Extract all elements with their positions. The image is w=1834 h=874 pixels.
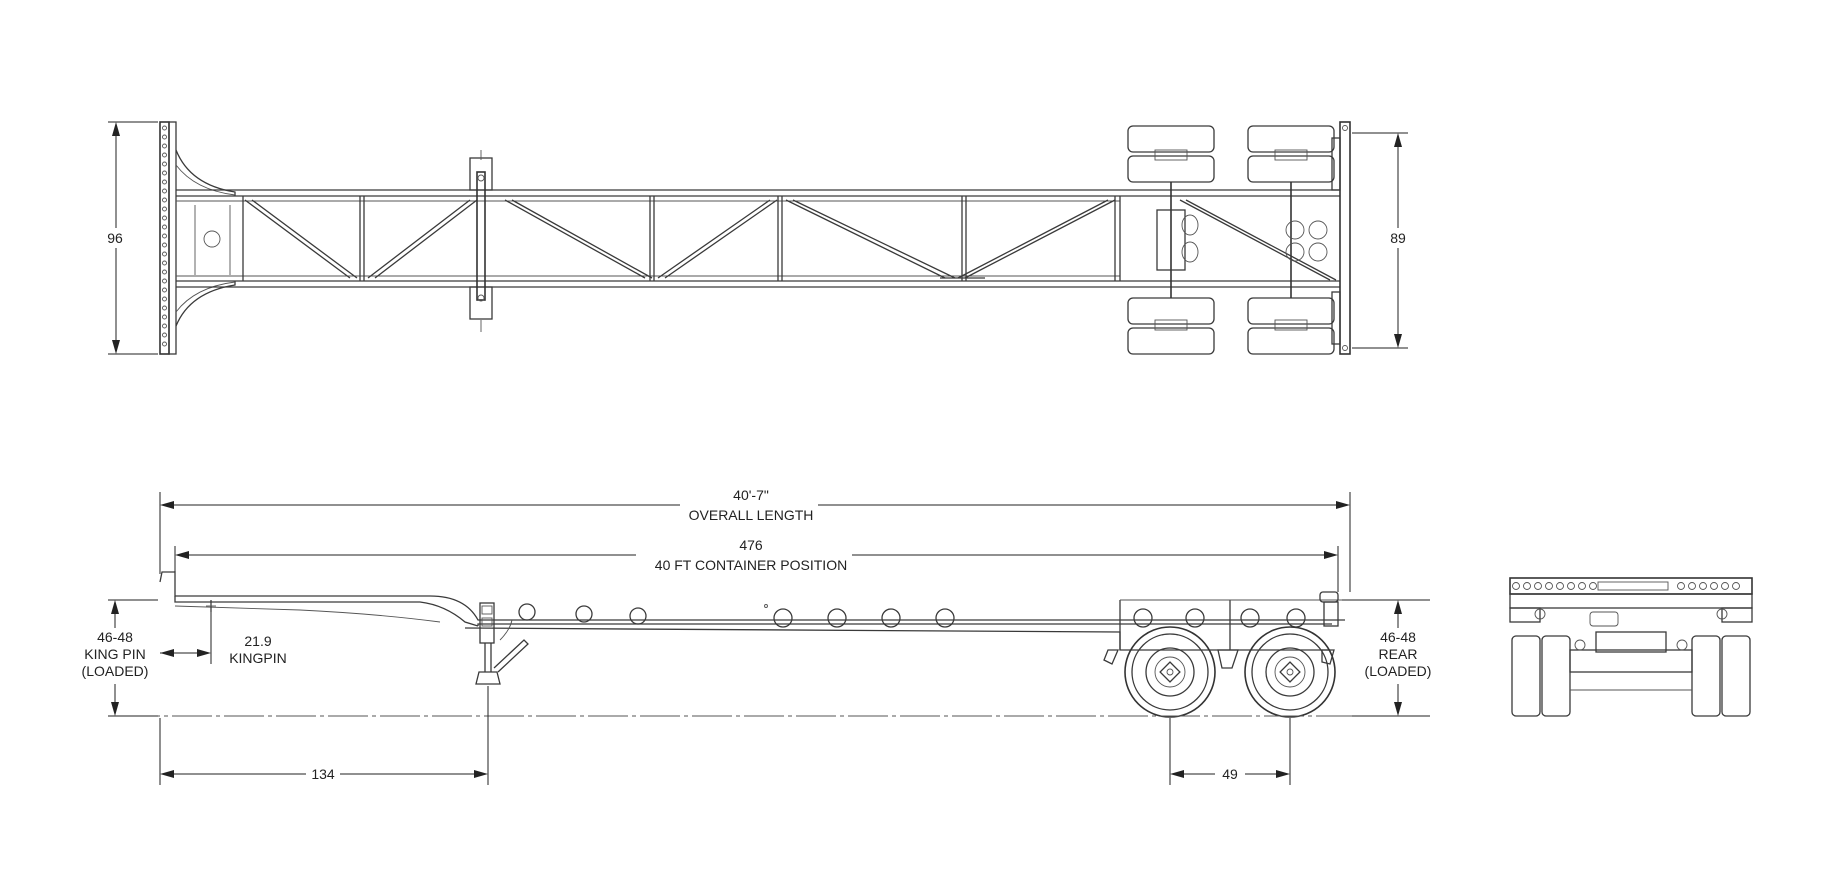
rear-height-note: (LOADED) bbox=[1365, 663, 1432, 679]
bolster-bolt-hole bbox=[162, 251, 167, 257]
rear-width-label: 89 bbox=[1390, 230, 1406, 246]
rear-bolster-bolt-hole bbox=[1732, 582, 1740, 590]
rear-width-dimension bbox=[1352, 132, 1412, 349]
bolster-bolt-hole bbox=[162, 305, 167, 311]
rear-bolster-bolt-hole bbox=[1699, 582, 1707, 590]
top-view: 96 89 bbox=[100, 121, 1412, 355]
front-bolster-holes bbox=[162, 125, 167, 347]
bolster-bolt-hole bbox=[162, 188, 167, 194]
rear-height-dimension bbox=[1342, 599, 1430, 717]
rear-bolster-bolt-hole bbox=[1523, 582, 1531, 590]
bolster-bolt-hole bbox=[162, 323, 167, 329]
bolster-bolt-hole bbox=[162, 260, 167, 266]
rear-bolster-bolt-hole bbox=[1534, 582, 1542, 590]
kingpin-offset-dimension bbox=[160, 612, 212, 664]
front-width-dimension bbox=[100, 121, 158, 355]
bolster-bolt-hole bbox=[162, 206, 167, 212]
rear-bolster-bolt-hole bbox=[1545, 582, 1553, 590]
rear-view-bolster-holes bbox=[1512, 582, 1740, 590]
container-position-value: 476 bbox=[739, 537, 763, 553]
axle-spread-dimension bbox=[1169, 718, 1291, 785]
rear-height-label: REAR bbox=[1379, 646, 1418, 662]
rear-bolster-bolt-hole bbox=[1567, 582, 1575, 590]
crossmembers bbox=[242, 196, 1121, 281]
kingpin-to-landing-gear-value: 134 bbox=[311, 766, 335, 782]
bolster-bolt-hole bbox=[162, 296, 167, 302]
front-axle-wheel bbox=[1124, 626, 1216, 718]
bolster-bolt-hole bbox=[162, 125, 167, 131]
bolster-bolt-hole bbox=[162, 287, 167, 293]
bolster-bolt-hole bbox=[162, 278, 167, 284]
overall-length-value: 40'-7" bbox=[733, 487, 769, 503]
king-pin-height-label: KING PIN bbox=[84, 646, 145, 662]
rear-view-bolster bbox=[1509, 577, 1753, 595]
landing-gear-side bbox=[475, 602, 529, 685]
bolster-bolt-hole bbox=[162, 170, 167, 176]
front-hanger bbox=[1103, 649, 1119, 665]
bolster-bolt-hole bbox=[162, 269, 167, 275]
kingpin-to-landing-gear-dimension bbox=[159, 686, 489, 785]
kingpin-plate bbox=[203, 230, 221, 248]
container-position-label: 40 FT CONTAINER POSITION bbox=[655, 557, 847, 573]
bolster-bolt-hole bbox=[162, 152, 167, 158]
rear-view-right-tire-inner bbox=[1691, 635, 1721, 717]
rear-bolster-bolt-hole bbox=[1556, 582, 1564, 590]
rear-view-right-tire-outer bbox=[1721, 635, 1751, 717]
kingpin-offset-label: KINGPIN bbox=[229, 650, 287, 666]
bolster-bolt-hole bbox=[162, 179, 167, 185]
bolster-bolt-hole bbox=[162, 224, 167, 230]
bolster-bolt-hole bbox=[162, 233, 167, 239]
axle-spread-value: 49 bbox=[1222, 766, 1238, 782]
king-pin-height-dimension bbox=[108, 599, 158, 717]
overall-length-dimension bbox=[159, 492, 1351, 592]
diagonal-bracing bbox=[244, 199, 1337, 281]
overall-length-label: OVERALL LENGTH bbox=[689, 507, 814, 523]
king-pin-height-value: 46-48 bbox=[97, 629, 133, 645]
bolster-bolt-hole bbox=[162, 332, 167, 338]
side-frame-top bbox=[159, 571, 1345, 621]
bolster-bolt-hole bbox=[162, 341, 167, 347]
frame-lightening-holes bbox=[518, 603, 1306, 628]
bolster-bolt-hole bbox=[162, 197, 167, 203]
center-hanger bbox=[1217, 649, 1239, 669]
rear-height-value: 46-48 bbox=[1380, 629, 1416, 645]
gooseneck-flare-bottom bbox=[175, 281, 236, 327]
rear-bolster-bolt-hole bbox=[1688, 582, 1696, 590]
rear-bolster-bolt-hole bbox=[1710, 582, 1718, 590]
rear-view-axle bbox=[1569, 649, 1693, 673]
bolster-bolt-hole bbox=[162, 161, 167, 167]
bolster-bolt-hole bbox=[162, 143, 167, 149]
bolster-bolt-hole bbox=[162, 134, 167, 140]
rear-view-left-tire-outer bbox=[1511, 635, 1541, 717]
landing-gear-top bbox=[469, 150, 493, 332]
rear-bolster-bolt-hole bbox=[1512, 582, 1520, 590]
bolster-bolt-hole bbox=[162, 242, 167, 248]
rear-view-left-tire-inner bbox=[1541, 635, 1571, 717]
side-view: 40'-7" OVERALL LENGTH 476 40 FT CONTAINE… bbox=[82, 487, 1432, 785]
rear-view bbox=[1509, 577, 1753, 717]
rear-tires-top bbox=[1127, 125, 1335, 355]
container-position-dimension bbox=[174, 546, 1339, 592]
rear-bolster-bolt-hole bbox=[1589, 582, 1597, 590]
gooseneck-flare-top bbox=[175, 149, 236, 196]
front-width-label: 96 bbox=[107, 230, 123, 246]
rear-bolster-bolt-hole bbox=[1721, 582, 1729, 590]
rear-bolster-bolt-hole bbox=[1578, 582, 1586, 590]
bolster-bolt-hole bbox=[162, 314, 167, 320]
bolster-bolt-hole bbox=[162, 215, 167, 221]
rear-axle-wheel bbox=[1244, 626, 1336, 718]
rear-bolster-bolt-hole bbox=[1677, 582, 1685, 590]
rear-bolster bbox=[1339, 121, 1351, 355]
kingpin-offset-value: 21.9 bbox=[244, 633, 271, 649]
king-pin-height-note: (LOADED) bbox=[82, 663, 149, 679]
